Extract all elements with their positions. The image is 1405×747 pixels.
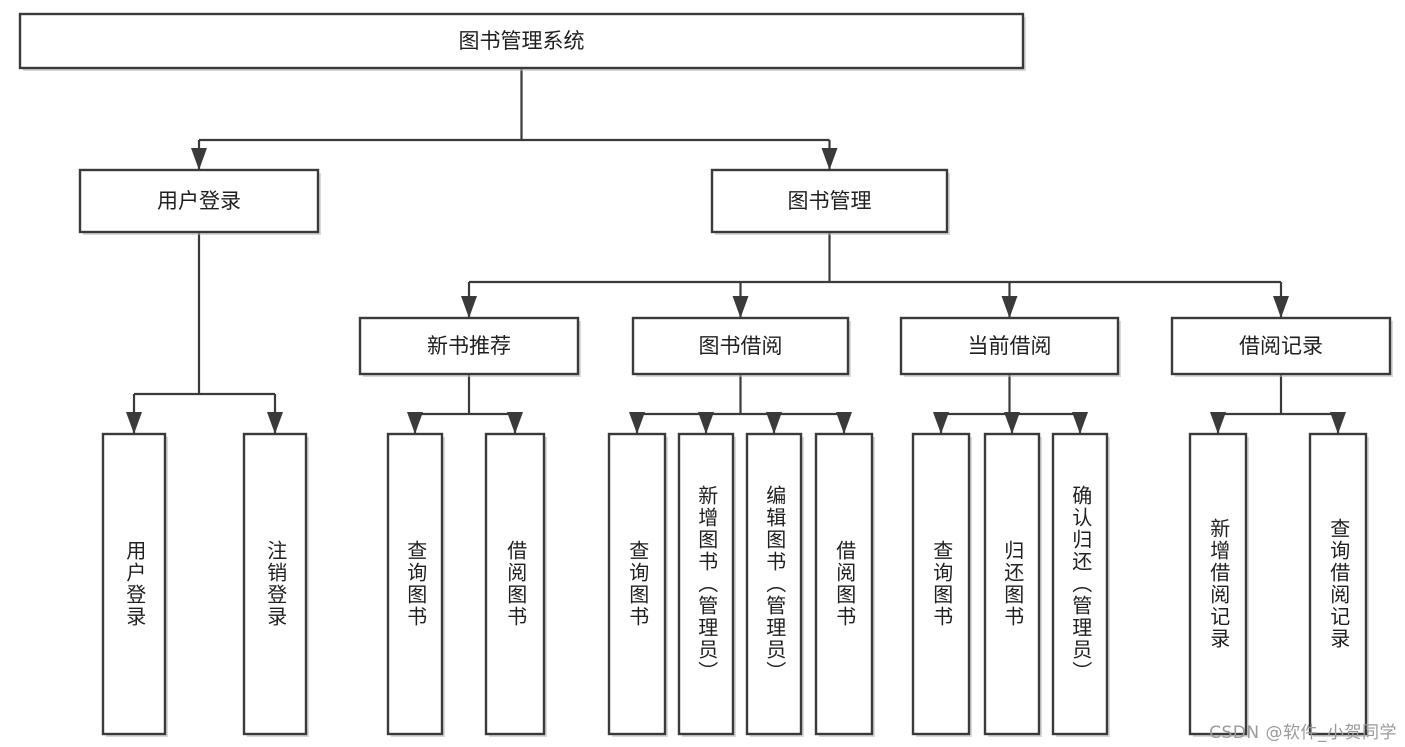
node-leaf-user-login[interactable] [101,432,168,737]
node-label-root: 图书管理系统 [459,29,585,53]
arrow-head [267,412,283,434]
arrow-head [933,412,949,434]
watermark-text: CSDN @软件_小贺同学 [1209,723,1397,743]
node-new-book-rec[interactable] [358,316,581,377]
node-label-current-borrow: 当前借阅 [968,334,1052,358]
arrow-head [1004,412,1020,434]
node-rect[interactable] [911,432,971,736]
node-leaf-query-book-1[interactable] [386,432,445,737]
node-rect[interactable] [18,12,1025,70]
arrow-head [1273,296,1289,318]
arrow-head [1001,296,1018,318]
node-rect[interactable] [1051,432,1109,736]
node-rect[interactable] [1188,432,1248,736]
arrow-head [821,148,838,170]
node-rect[interactable] [386,432,444,736]
node-root[interactable] [18,12,1026,71]
node-leaf-query-book-3[interactable] [911,432,972,737]
node-leaf-add-record[interactable] [1188,432,1249,737]
node-leaf-return-book[interactable] [983,432,1042,737]
arrow-head [836,412,852,434]
node-rect[interactable] [745,432,803,736]
node-label-book-borrow: 图书借阅 [699,334,783,358]
node-label-user-login: 用户登录 [157,189,241,213]
node-leaf-confirm-return[interactable] [1051,432,1110,737]
node-rect[interactable] [607,432,667,736]
node-leaf-add-book[interactable] [677,432,736,737]
node-label-borrow-record: 借阅记录 [1239,334,1323,358]
arrow-head [191,148,207,170]
arrow-head [1330,412,1346,434]
arrow-head [629,412,645,434]
node-label-new-book-rec: 新书推荐 [427,334,511,358]
node-leaf-user-logout[interactable] [242,432,309,737]
arrow-head [461,296,477,318]
node-rect[interactable] [358,316,580,376]
node-leaf-borrow-book-2[interactable] [814,432,875,737]
node-rect[interactable] [677,432,735,736]
node-label-book-manage: 图书管理 [788,189,872,213]
arrow-head [1210,412,1226,434]
node-rect[interactable] [631,316,850,376]
node-leaf-borrow-book-1[interactable] [484,432,547,737]
node-rect[interactable] [899,316,1120,376]
arrow-head [126,412,142,434]
node-book-borrow[interactable] [631,316,851,377]
arrow-head [698,412,714,434]
node-rect[interactable] [242,432,308,736]
node-leaf-query-record[interactable] [1308,432,1369,737]
node-leaf-query-book-2[interactable] [607,432,668,737]
node-rect[interactable] [983,432,1041,736]
node-leaf-edit-book[interactable] [745,432,804,737]
node-rect[interactable] [101,432,167,736]
node-rect[interactable] [1170,316,1392,376]
connector-layer [126,68,1346,434]
arrow-head [732,296,749,318]
node-user-login[interactable] [78,168,321,235]
node-rect[interactable] [710,168,949,234]
arrow-head [507,412,523,434]
node-box-layer [18,12,1393,737]
arrow-head [407,412,423,434]
node-current-borrow[interactable] [899,316,1121,377]
node-rect[interactable] [1308,432,1368,736]
arrow-head [766,412,782,434]
node-rect[interactable] [484,432,546,736]
node-rect[interactable] [814,432,874,736]
node-rect[interactable] [78,168,320,234]
node-borrow-record[interactable] [1170,316,1393,377]
arrow-head [1072,412,1088,434]
node-book-manage[interactable] [710,168,950,235]
